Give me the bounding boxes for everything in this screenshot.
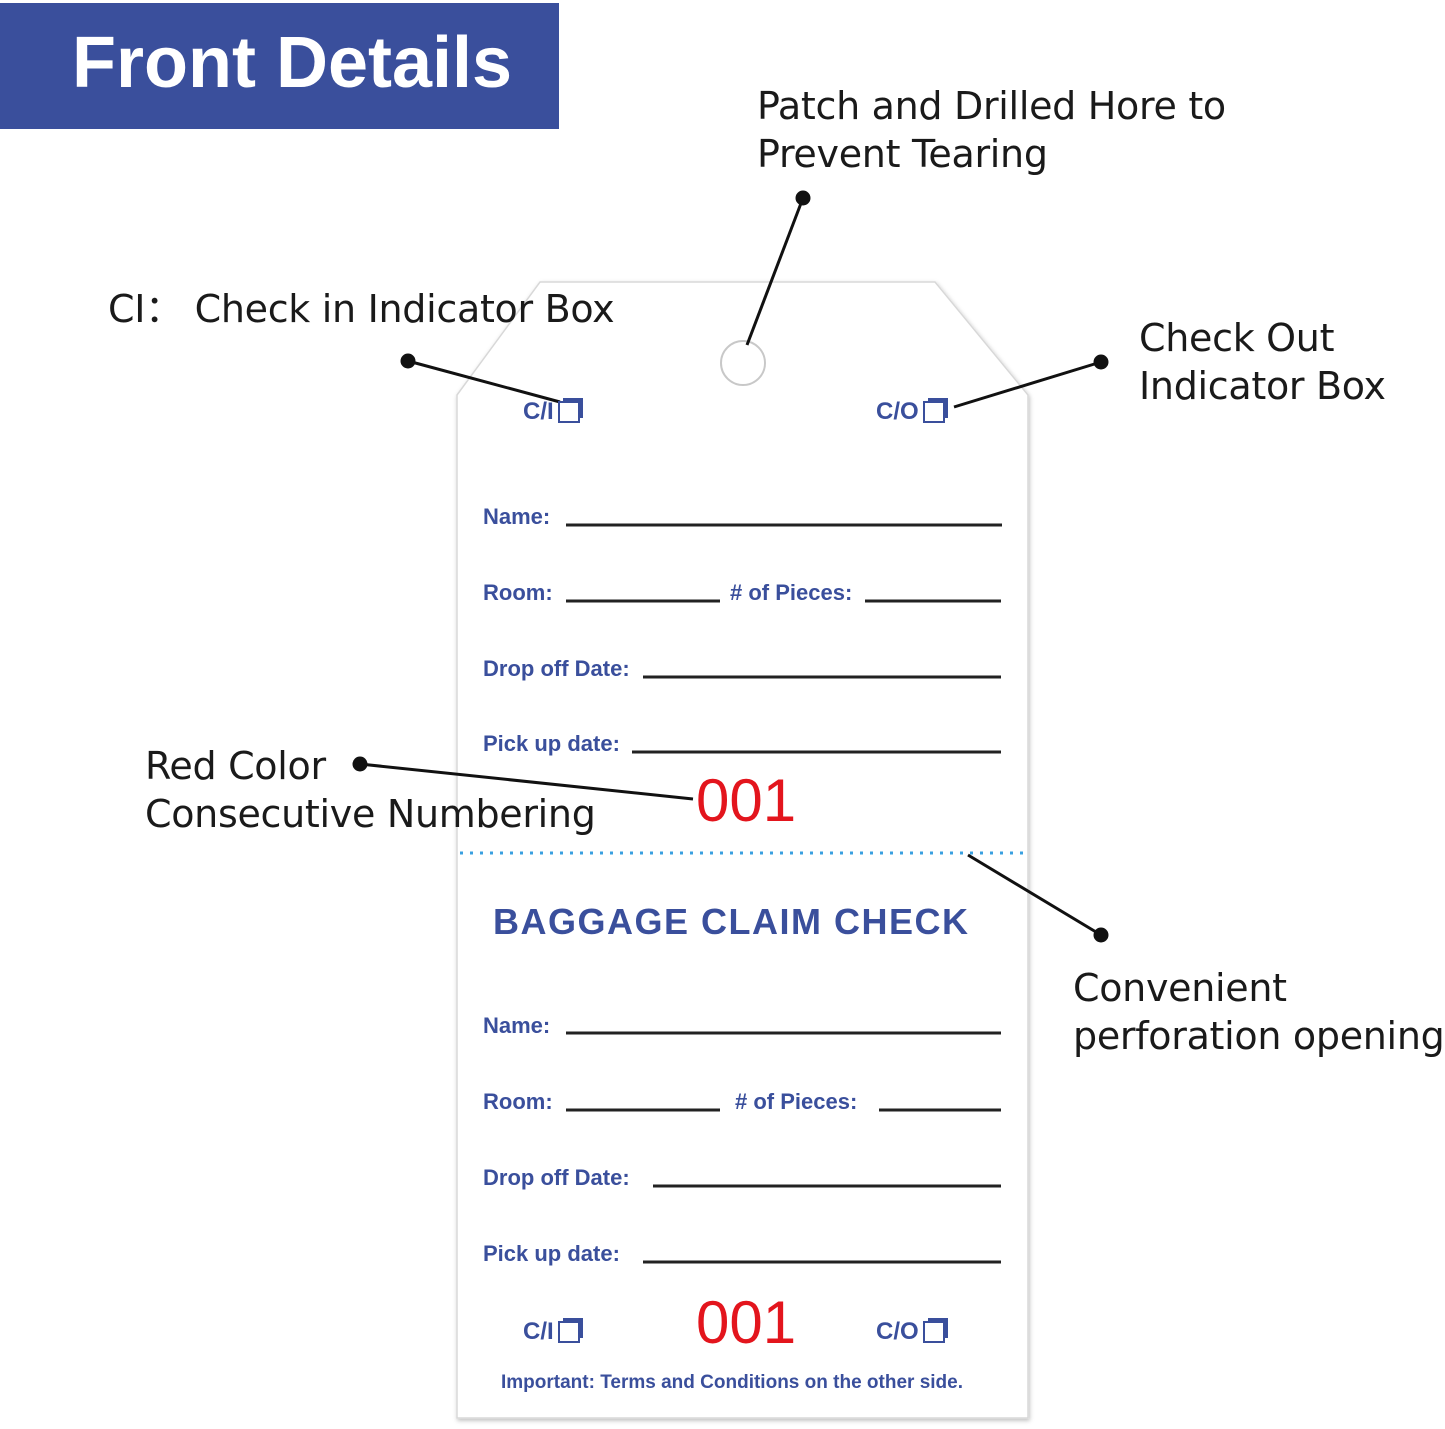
checkin-indicator-top: C/I — [523, 398, 583, 426]
drilled-hole — [720, 340, 766, 386]
serial-number-top: 001 — [696, 767, 797, 834]
checkin-label: C/I — [523, 398, 554, 425]
leader-lines — [352, 190, 1109, 943]
checkbox-icon — [922, 398, 948, 423]
banner-title: Front Details — [72, 23, 513, 103]
name-label: Name: — [483, 1013, 551, 1038]
checkbox-icon — [557, 398, 583, 423]
callout-line: perforation opening — [1073, 1014, 1445, 1058]
title-banner: Front Details — [0, 3, 559, 129]
callout-line: Red Color — [145, 744, 326, 788]
pieces-label: # of Pieces: — [735, 1089, 858, 1114]
callout-check-in: CI： Check in Indicator Box — [108, 285, 615, 333]
callout-line: Check Out — [1139, 316, 1335, 360]
checkin-indicator-stub: C/I — [523, 1318, 583, 1346]
callout-check-out: Check Out Indicator Box — [1139, 314, 1386, 410]
callout-line: Consecutive Numbering — [145, 792, 596, 836]
dropoff-label: Drop off Date: — [483, 656, 630, 681]
terms-footer: Important: Terms and Conditions on the o… — [501, 1372, 963, 1393]
stub-heading: BAGGAGE CLAIM CHECK — [493, 901, 970, 942]
tag-body — [456, 281, 1029, 1419]
stub-fill-lines — [566, 1031, 1001, 1264]
checkout-indicator-stub: C/O — [876, 1318, 948, 1346]
checkout-label: C/O — [876, 1318, 919, 1345]
callout-line: Convenient — [1073, 966, 1287, 1010]
callout-drilled-hole: Patch and Drilled Hore to Prevent Tearin… — [757, 82, 1226, 178]
callout-line: Prevent Tearing — [757, 132, 1048, 176]
callout-numbering: Red Color Consecutive Numbering — [145, 742, 596, 838]
checkbox-icon — [557, 1318, 583, 1343]
callout-line: Patch and Drilled Hore to — [757, 84, 1226, 128]
pieces-label: # of Pieces: — [730, 580, 853, 605]
room-label: Room: — [483, 580, 553, 605]
pickup-label: Pick up date: — [483, 731, 620, 756]
top-fill-lines — [566, 523, 1002, 754]
callout-line: CI： Check in Indicator Box — [108, 287, 615, 331]
checkout-label: C/O — [876, 398, 919, 425]
name-label: Name: — [483, 504, 551, 529]
room-label: Room: — [483, 1089, 553, 1114]
callout-perforation: Convenient perforation opening — [1073, 964, 1445, 1060]
checkout-indicator-top: C/O — [876, 398, 948, 426]
pickup-label: Pick up date: — [483, 1241, 620, 1266]
checkin-label: C/I — [523, 1318, 554, 1345]
callout-line: Indicator Box — [1139, 364, 1386, 408]
dropoff-label: Drop off Date: — [483, 1165, 630, 1190]
checkbox-icon — [922, 1318, 948, 1343]
serial-number-stub: 001 — [696, 1289, 797, 1356]
